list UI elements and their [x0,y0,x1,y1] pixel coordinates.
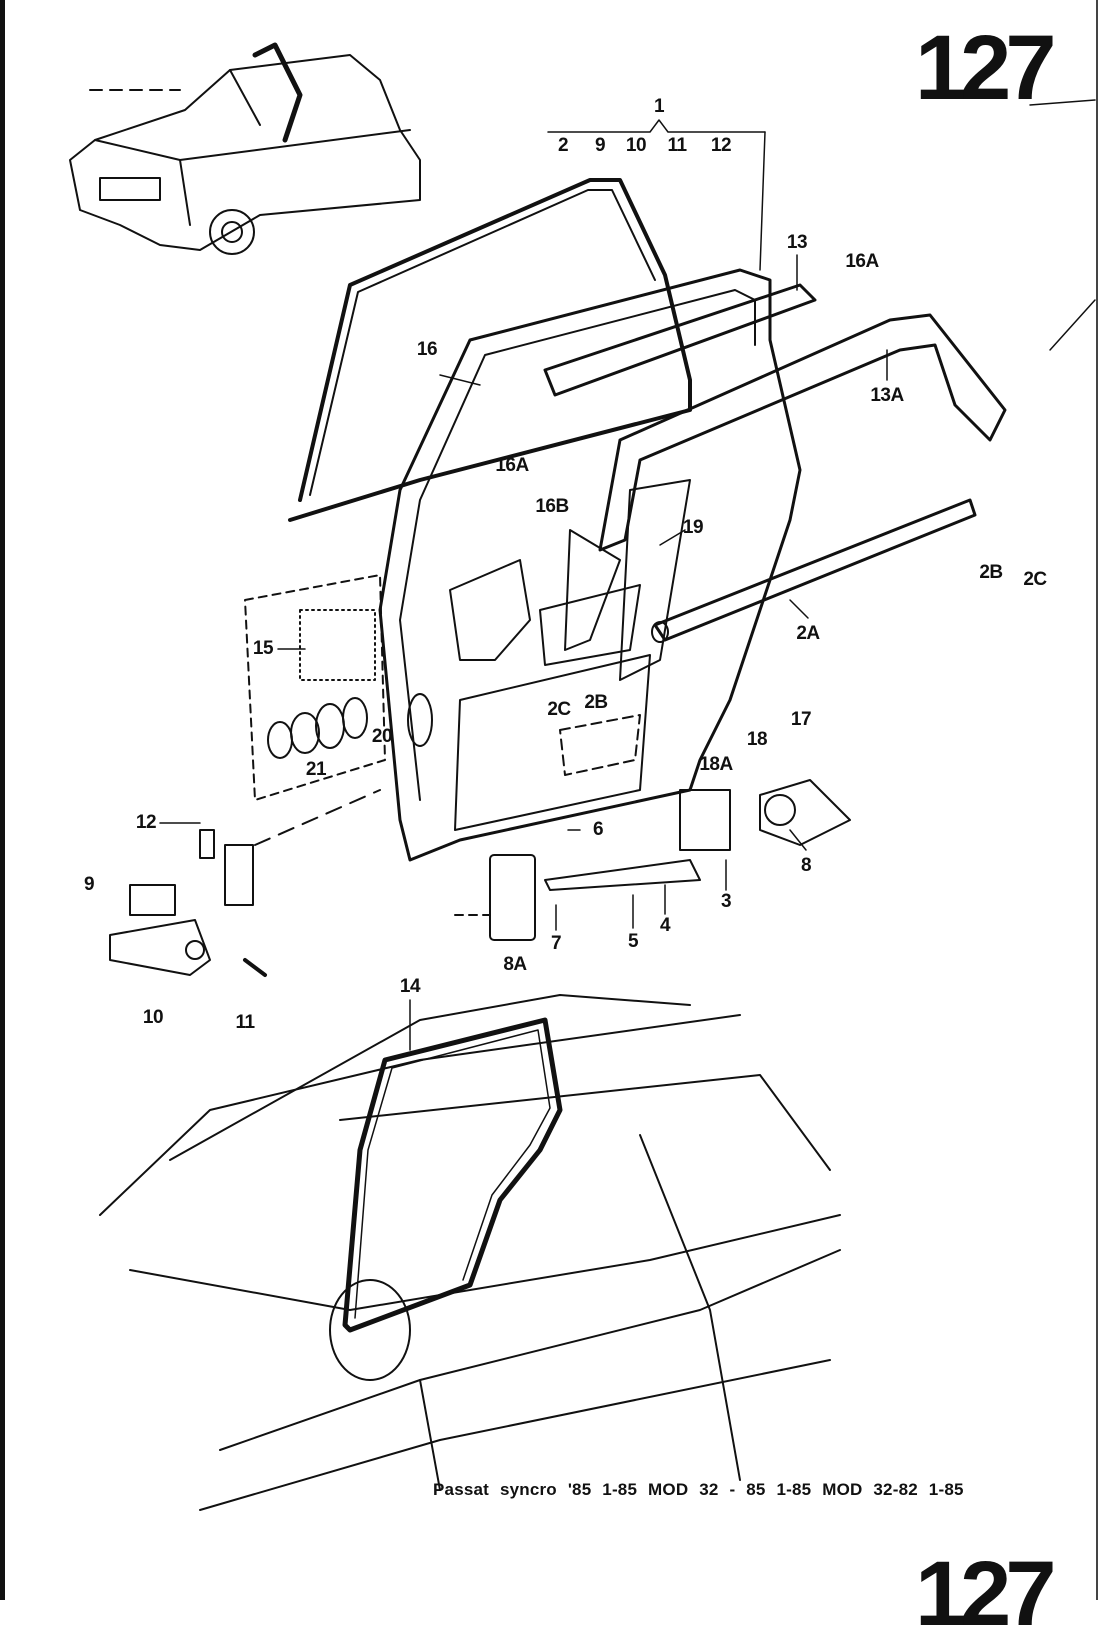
parts-diagram [69,42,1096,1511]
callout-4: 4 [659,915,671,936]
callout-20: 20 [371,726,393,747]
callout-group-9: 9 [594,135,606,156]
callout-16a: 16A [845,251,879,272]
callout-11: 11 [235,1012,255,1033]
callout-18: 18 [746,729,768,750]
callout-21: 21 [305,759,327,780]
car-body-outline [99,994,841,1511]
callout-16: 16 [416,339,438,360]
callout-7: 7 [550,933,562,954]
page-number-top: 127 [915,17,1056,119]
door-inner-panel [244,574,386,801]
callout-19: 19 [682,517,704,538]
callout-2b: 2B [979,562,1003,583]
callout-16a: 16A [495,455,529,476]
callout-group-12: 12 [710,135,732,156]
callout-18a: 18A [699,754,733,775]
callout-9: 9 [83,874,95,895]
hinge-assembly [109,789,381,977]
model-applicability-footer: Passat syncro '85 1-85 MOD 32 - 85 1-85 … [433,1480,964,1499]
callout-2a: 2A [796,623,820,644]
car-thumbnail [69,42,421,255]
callout-2c: 2C [547,699,571,720]
door-shell [378,268,802,862]
group-bracket [547,119,766,271]
callout-17: 17 [790,709,812,730]
callout-3: 3 [720,891,732,912]
callout-8a: 8A [503,954,527,975]
window-channel-seals [543,283,1007,681]
left-scan-border [0,0,5,1600]
callout-group-11: 11 [667,135,687,156]
callout-8: 8 [800,855,812,876]
callout-1: 1 [653,96,665,117]
callout-2b: 2B [584,692,608,713]
callout-6: 6 [592,819,604,840]
door-frame-seal [288,178,692,522]
callout-14: 14 [399,976,421,997]
callout-group-2: 2 [557,135,569,156]
callout-5: 5 [627,931,639,952]
page-number-bottom: 127 [915,1543,1056,1645]
right-scan-border [1096,0,1098,1600]
callout-15: 15 [252,638,274,659]
leader-lines [159,99,1096,1051]
callout-2c: 2C [1023,569,1047,590]
door-check-strap [454,779,851,941]
callout-12: 12 [135,812,157,833]
callout-13: 13 [786,232,808,253]
callout-13a: 13A [870,385,904,406]
callout-group-10: 10 [625,135,647,156]
guide-rod [651,498,977,643]
callout-10: 10 [142,1007,164,1028]
callout-16b: 16B [535,496,569,517]
